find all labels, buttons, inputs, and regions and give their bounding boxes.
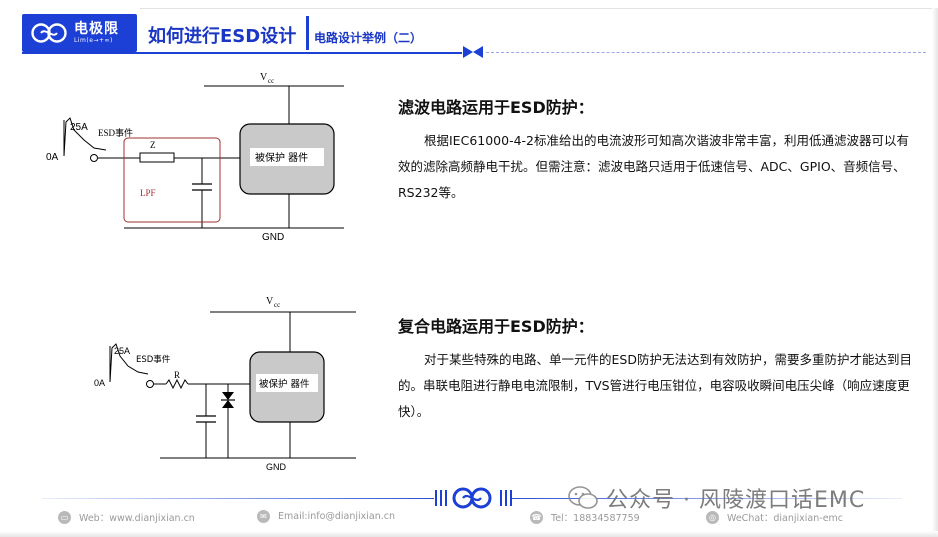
- esd-event-label: ESD事件: [98, 127, 133, 138]
- bowtie-icon: [463, 46, 483, 58]
- lpf-label: LPF: [140, 188, 156, 198]
- footer-email-text: Email:info@dianjixian.cn: [278, 511, 396, 522]
- footer-web-text: Web：www.dianjixian.cn: [79, 513, 195, 524]
- esd-waveform: [63, 117, 107, 157]
- bottom-edge-shadow: [0, 531, 938, 537]
- infinity-logo-icon: [31, 23, 67, 43]
- section-composite: 复合电路运用于ESD防护： 对于某些特殊的电路、单一元件的ESD防护无法达到有效…: [398, 313, 918, 425]
- logo-chinese-text: 电极限: [74, 21, 119, 37]
- resistor-r: [165, 378, 189, 390]
- section-body: 根据IEC61000-4-2标准给出的电流波形可知高次谐波非常丰富，利用低通滤波…: [398, 133, 910, 200]
- device-label-bg: [256, 374, 318, 392]
- vcc-subscript: cc: [274, 301, 280, 309]
- right-edge-shadow: [932, 8, 938, 537]
- footer-line-right: [512, 498, 902, 499]
- protected-device-label: 被保护 器件: [255, 151, 308, 164]
- wechat-icon: ◎: [706, 510, 719, 524]
- vcc-label: V: [266, 296, 274, 307]
- top-rule: [140, 8, 938, 9]
- gnd-label: GND: [266, 462, 287, 472]
- page-title: 如何进行ESD设计: [148, 26, 297, 47]
- zero-current-label: 0A: [94, 378, 105, 388]
- footer-logo-icon: [452, 487, 492, 509]
- header-dashed-line: [486, 52, 926, 53]
- protected-device-label: 被保护 器件: [259, 378, 310, 390]
- footer-wechat: ◎ WeChat：dianjixian-emc: [706, 510, 843, 524]
- footer-ticks-left: [435, 490, 447, 506]
- input-terminal: [90, 154, 98, 162]
- impedance-z: [139, 152, 175, 163]
- vcc-label: V: [260, 72, 268, 83]
- esd-event-label: ESD事件: [136, 354, 171, 365]
- footer-line-left: [42, 498, 434, 499]
- tvs-diode-lower: [222, 400, 234, 408]
- composite-circuit-diagram: V cc 25A ESD事件 0A R 被保护 器件 GND: [94, 296, 356, 472]
- device-label-bg: [250, 148, 324, 166]
- footer-tel-text: Tel：18834587759: [551, 513, 640, 524]
- wechat-bubble-icon: [568, 486, 598, 509]
- watermark: 公众号 · 风陵渡口话EMC: [568, 482, 865, 514]
- z-label: Z: [150, 140, 156, 150]
- section-title: 复合电路运用于ESD防护：: [398, 317, 594, 336]
- input-terminal: [146, 380, 154, 388]
- phone-icon: ☎: [530, 510, 543, 524]
- peak-current-label: 25A: [70, 122, 88, 133]
- gnd-label: GND: [262, 232, 284, 243]
- footer-email: ✉ Email:info@dianjixian.cn: [257, 510, 395, 523]
- header-underline: [22, 52, 462, 54]
- watermark-text: 公众号 · 风陵渡口话EMC: [606, 488, 866, 513]
- section-title: 滤波电路运用于ESD防护：: [398, 98, 594, 117]
- section-lpf: 滤波电路运用于ESD防护： 根据IEC61000-4-2标准给出的电流波形可知高…: [398, 94, 918, 206]
- email-icon: ✉: [257, 510, 270, 523]
- lpf-circuit-diagram: V cc 25A ESD事件 0A Z LPF 被保护 器件 GND: [46, 72, 344, 243]
- page-subtitle: 电路设计举例（二）: [314, 31, 423, 45]
- brand-logo: 电极限 Lim(e→+∞): [22, 14, 137, 52]
- footer-ticks-right: [500, 490, 512, 506]
- section-body: 对于某些特殊的电路、单一元件的ESD防护无法达到有效防护，需要多重防护才能达到目…: [398, 352, 912, 419]
- web-icon: ▭: [58, 510, 71, 524]
- lpf-box: [123, 137, 221, 223]
- header-divider: [306, 16, 309, 50]
- footer-wechat-text: WeChat：dianjixian-emc: [727, 513, 844, 524]
- footer-tel: ☎ Tel：18834587759: [530, 510, 640, 524]
- r-label: R: [174, 370, 180, 380]
- zero-current-label: 0A: [46, 152, 59, 163]
- logo-english-text: Lim(e→+∞): [74, 37, 113, 44]
- esd-waveform: [109, 343, 149, 383]
- footer-web: ▭ Web：www.dianjixian.cn: [58, 510, 195, 524]
- vcc-subscript: cc: [268, 77, 274, 85]
- tvs-diode-upper: [222, 392, 234, 400]
- peak-current-label: 25A: [114, 346, 130, 356]
